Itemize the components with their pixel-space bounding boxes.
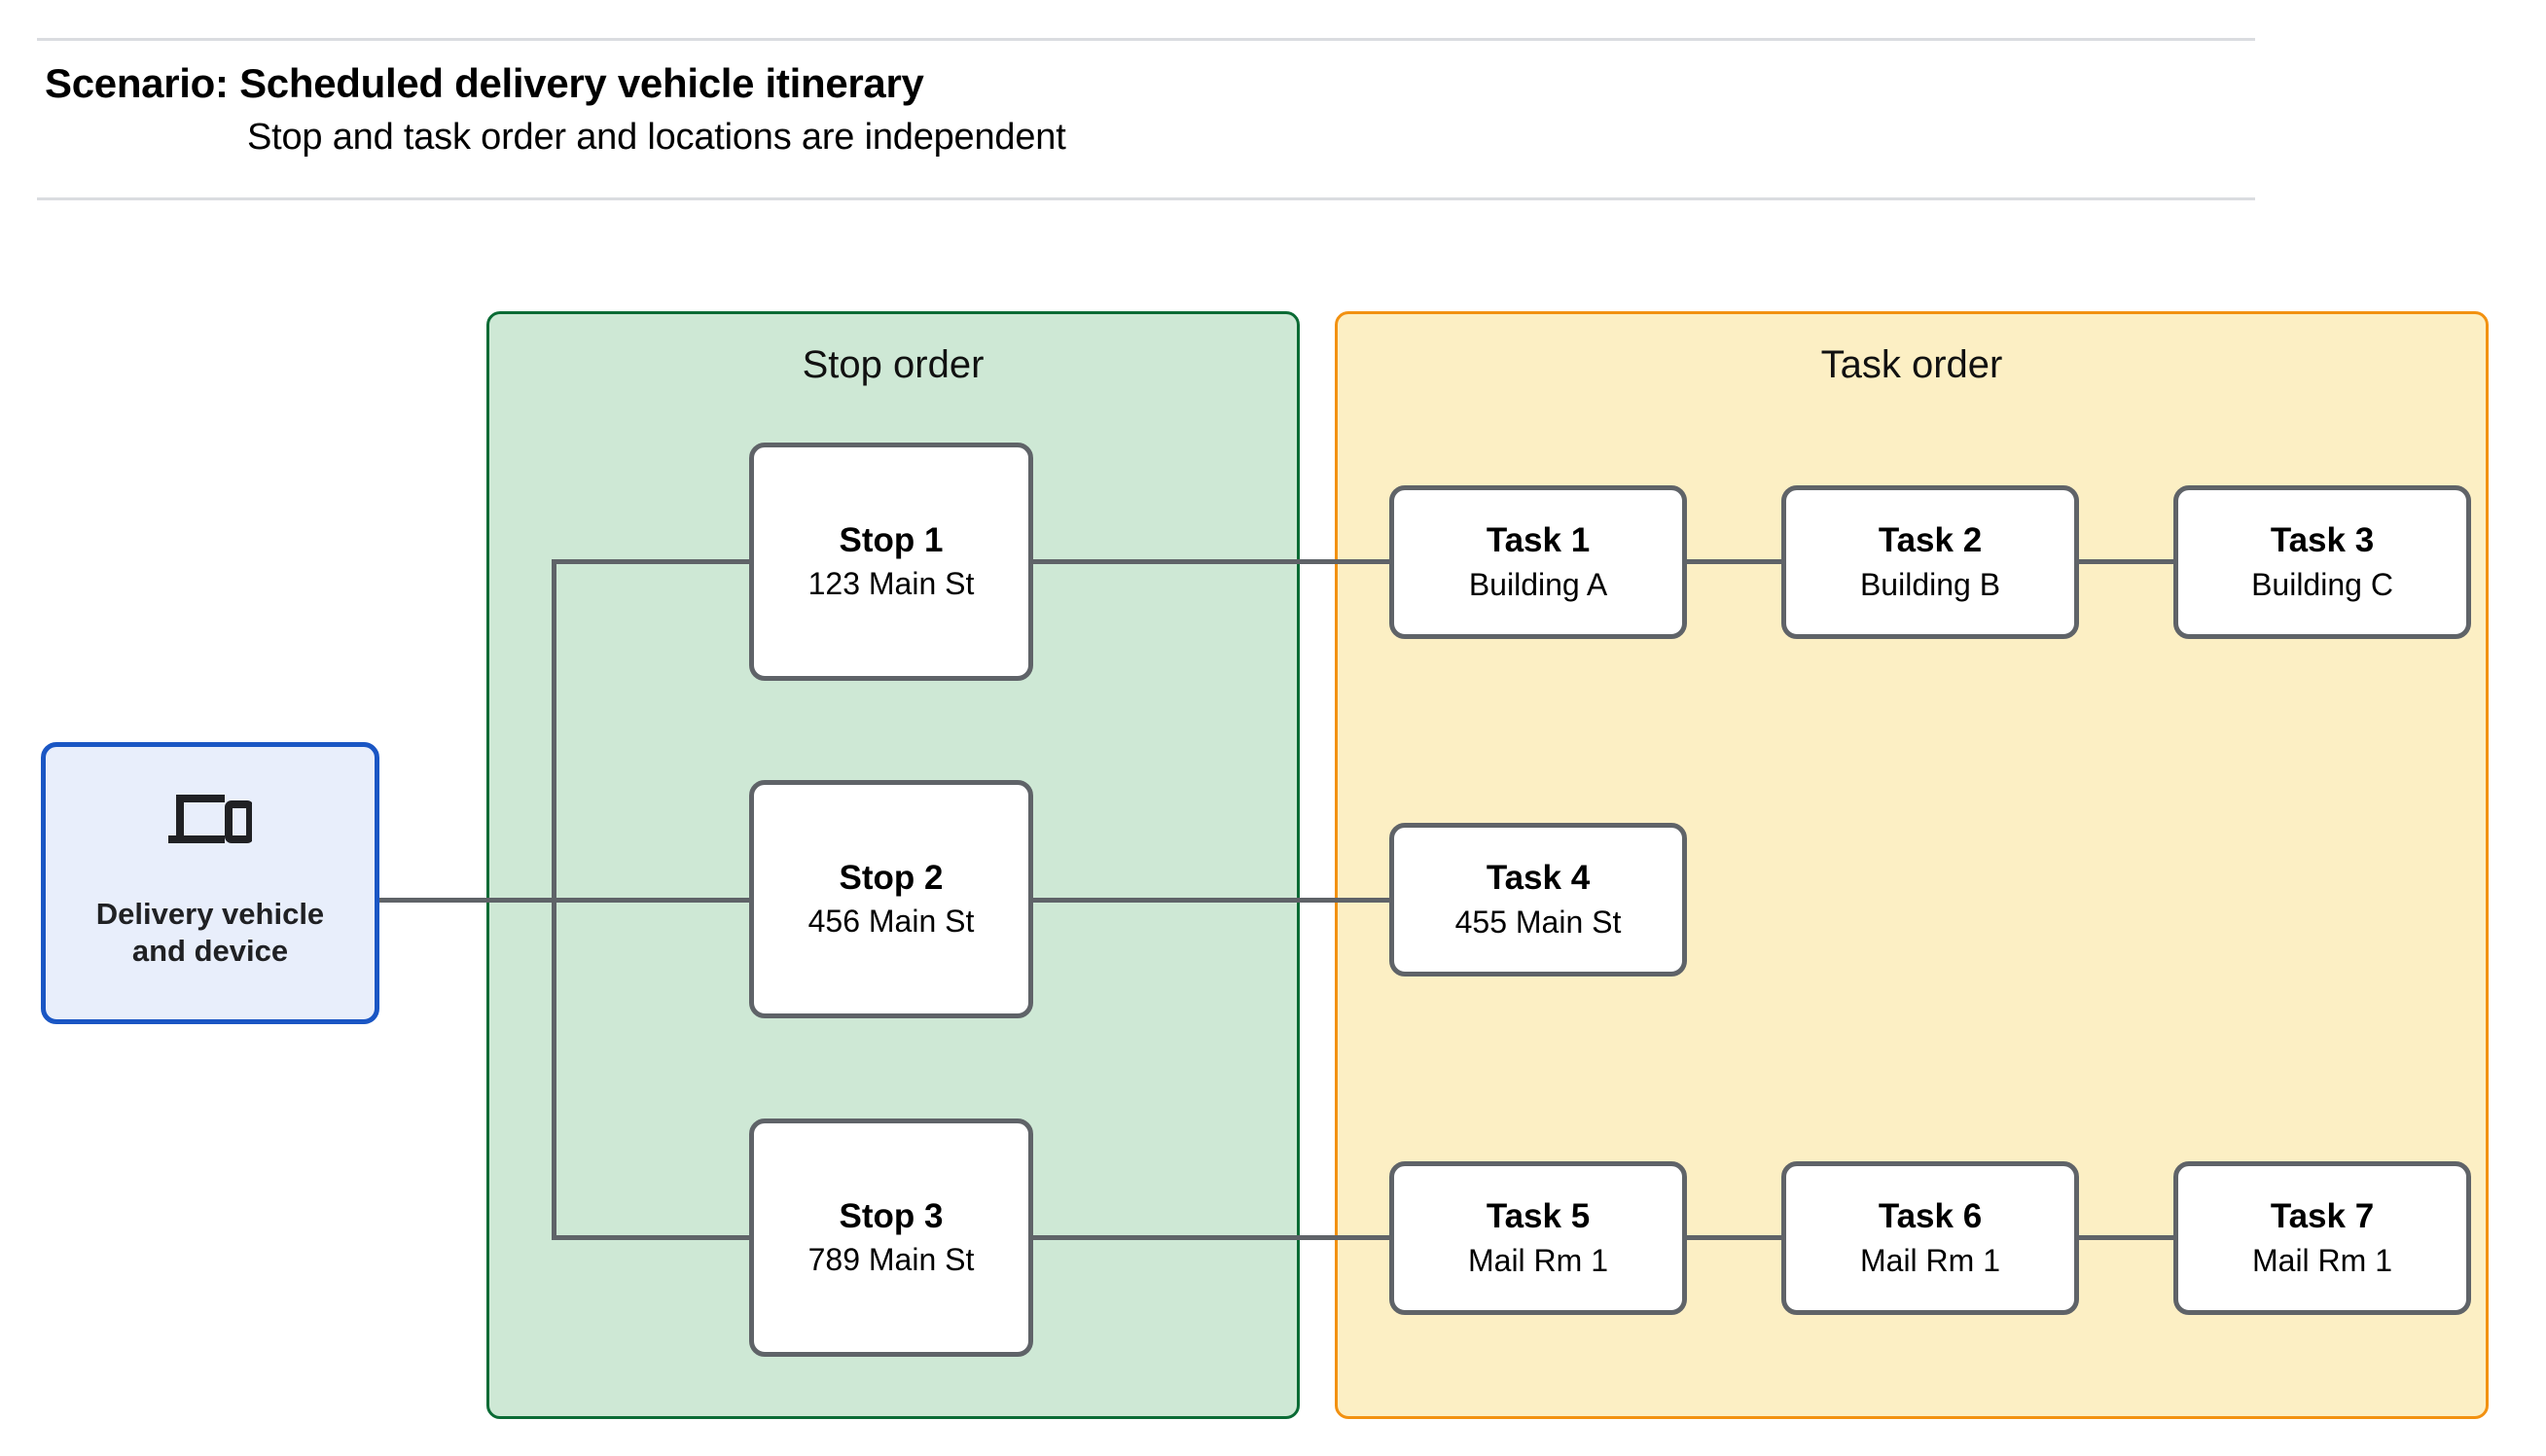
task-node-2[interactable]: Task 2 Building B [1781, 485, 2079, 639]
delivery-vehicle-label: Delivery vehicle and device [95, 897, 325, 968]
task-node-location: Building B [1859, 566, 2001, 602]
connector-trunk-to-stop-2 [552, 898, 753, 903]
connector-stop-3-to-task-5 [1029, 1235, 1393, 1240]
stop-node-title: Stop 2 [839, 858, 944, 897]
task-node-location: 455 Main St [1454, 904, 1622, 940]
stop-order-title: Stop order [802, 343, 985, 386]
connector-stop-2-to-task-4 [1029, 898, 1393, 903]
connector-trunk-to-stop-1 [552, 559, 753, 564]
task-node-title: Task 1 [1486, 521, 1591, 560]
stop-node-address: 789 Main St [807, 1242, 975, 1278]
task-node-title: Task 5 [1486, 1197, 1591, 1236]
connector-vehicle-to-trunk [379, 898, 555, 903]
task-node-title: Task 7 [2270, 1197, 2375, 1236]
task-node-5[interactable]: Task 5 Mail Rm 1 [1389, 1161, 1687, 1315]
header-divider-top [37, 38, 2255, 41]
connector-task-1-to-task-2 [1683, 559, 1802, 564]
stop-node-2[interactable]: Stop 2 456 Main St [749, 780, 1033, 1018]
delivery-vehicle-node[interactable]: Delivery vehicle and device [41, 742, 379, 1024]
stop-node-title: Stop 1 [839, 520, 944, 559]
task-node-title: Task 6 [1878, 1197, 1983, 1236]
task-node-title: Task 4 [1486, 859, 1591, 898]
task-node-3[interactable]: Task 3 Building C [2173, 485, 2471, 639]
task-node-7[interactable]: Task 7 Mail Rm 1 [2173, 1161, 2471, 1315]
task-node-1[interactable]: Task 1 Building A [1389, 485, 1687, 639]
stop-node-3[interactable]: Stop 3 789 Main St [749, 1119, 1033, 1357]
task-node-6[interactable]: Task 6 Mail Rm 1 [1781, 1161, 2079, 1315]
task-node-title: Task 3 [2270, 521, 2375, 560]
connector-trunk-to-stop-3 [552, 1235, 753, 1240]
page-subtitle: Stop and task order and locations are in… [247, 117, 1066, 158]
stop-node-address: 456 Main St [807, 904, 975, 940]
stop-node-title: Stop 3 [839, 1196, 944, 1235]
task-node-title: Task 2 [1878, 521, 1983, 560]
page-title: Scenario: Scheduled delivery vehicle iti… [45, 60, 924, 106]
connector-task-6-to-task-7 [2075, 1235, 2194, 1240]
devices-icon [168, 791, 254, 851]
task-node-location: Building C [2251, 566, 2393, 602]
task-node-location: Mail Rm 1 [1467, 1242, 1608, 1278]
stop-node-1[interactable]: Stop 1 123 Main St [749, 443, 1033, 681]
task-node-location: Mail Rm 1 [1859, 1242, 2000, 1278]
connector-stop-1-to-task-1 [1029, 559, 1393, 564]
stop-node-address: 123 Main St [807, 566, 975, 602]
task-node-4[interactable]: Task 4 455 Main St [1389, 823, 1687, 977]
task-order-title: Task order [1820, 343, 2003, 386]
task-node-location: Mail Rm 1 [2251, 1242, 2392, 1278]
task-node-location: Building A [1468, 566, 1608, 602]
connector-task-5-to-task-6 [1683, 1235, 1802, 1240]
header-divider-bottom [37, 197, 2255, 200]
connector-task-2-to-task-3 [2075, 559, 2194, 564]
